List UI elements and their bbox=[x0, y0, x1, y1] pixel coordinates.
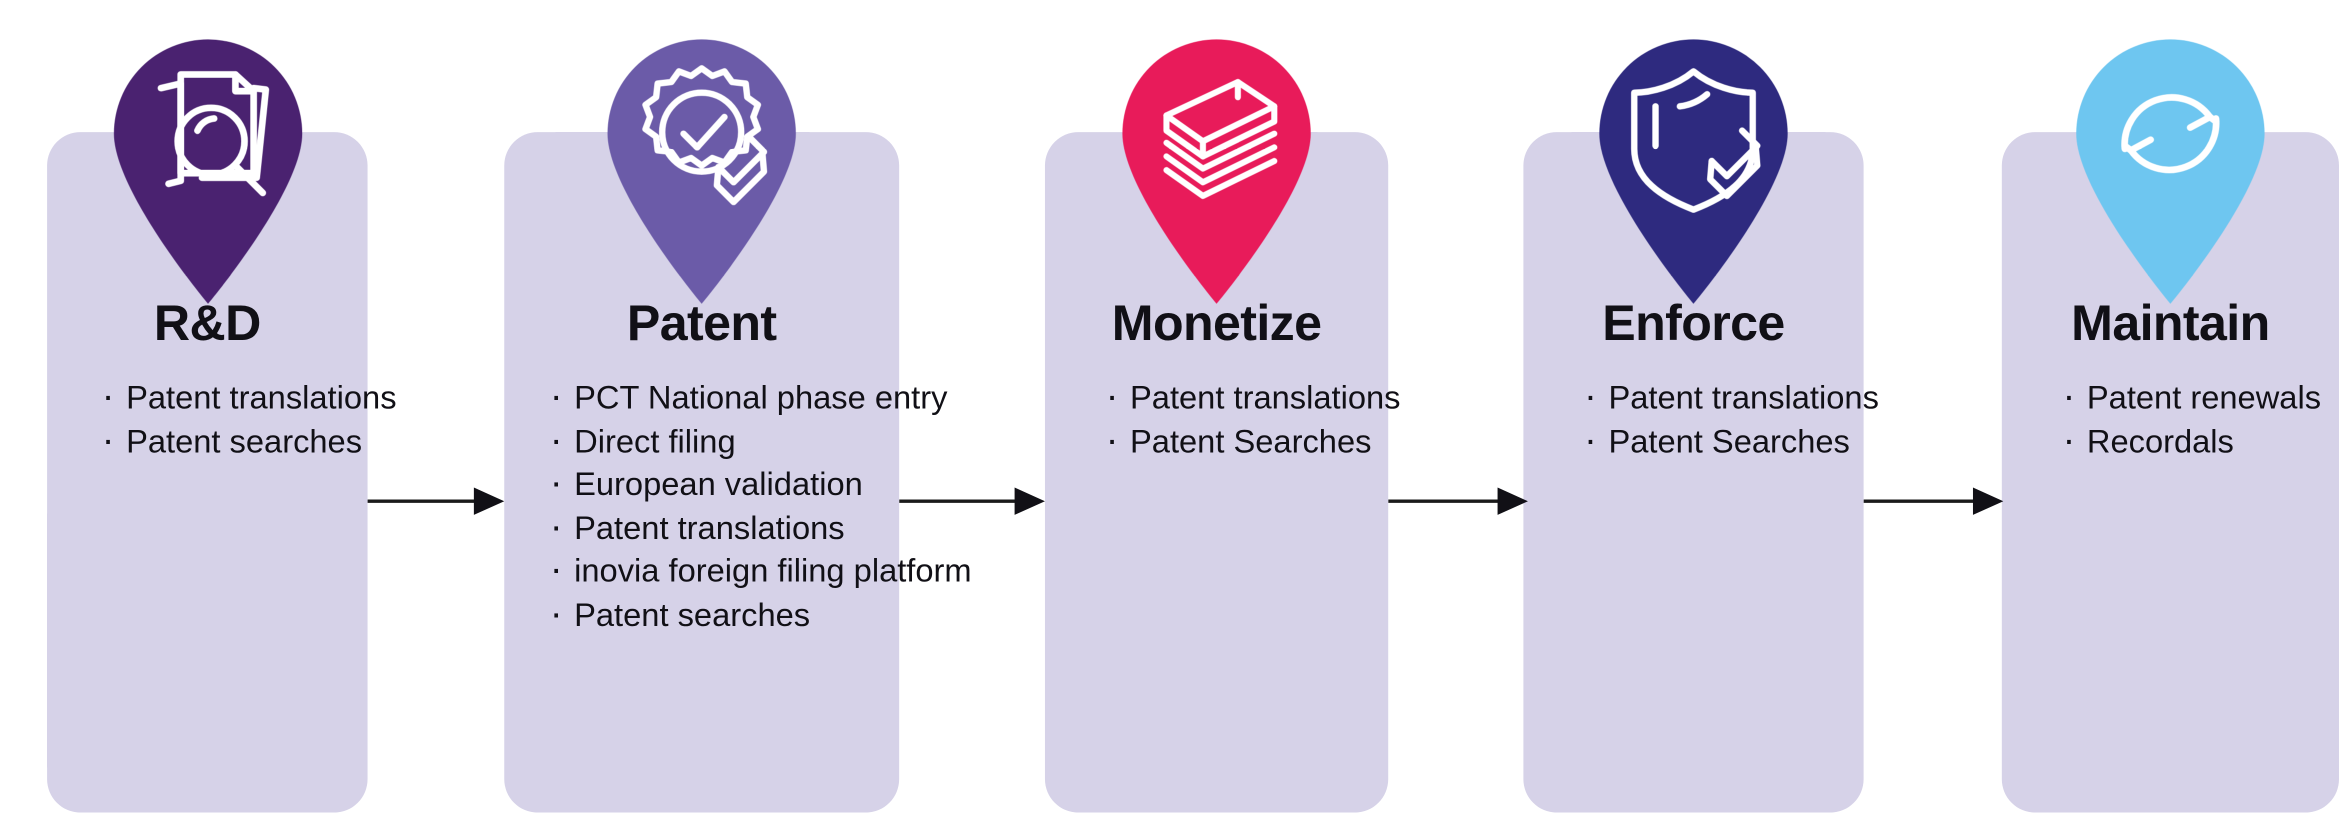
list-item: Patent translations bbox=[1106, 375, 1449, 420]
stage-title-monetize: Monetize bbox=[1111, 294, 1322, 351]
list-item: inovia foreign filing platform bbox=[550, 548, 972, 593]
refresh-cycle-icon bbox=[2058, 21, 2283, 304]
stage-patent[interactable]: Patent PCT National phase entry Direct f… bbox=[504, 39, 972, 813]
list-item: Patent translations bbox=[102, 375, 422, 420]
list-item: European validation bbox=[550, 462, 945, 506]
stage-title-rd: R&D bbox=[153, 294, 261, 351]
stage-bullets-patent: PCT National phase entry Direct filing E… bbox=[504, 375, 972, 637]
stage-title-maintain: Maintain bbox=[2071, 294, 2270, 351]
list-item: Patent translations bbox=[550, 505, 945, 550]
list-item: PCT National phase entry bbox=[550, 375, 948, 420]
shield-check-icon bbox=[1581, 21, 1806, 304]
stage-bullets-monetize: Patent translations Patent Searches bbox=[1045, 375, 1449, 464]
stage-monetize[interactable]: Monetize Patent translations Patent Sear… bbox=[1044, 39, 1401, 813]
patent-lifecycle-flow-diagram: R&D Patent translations Patent searches bbox=[0, 0, 2339, 578]
certificate-check-icon bbox=[589, 21, 814, 304]
list-item: Direct filing bbox=[550, 418, 945, 463]
list-item: Recordals bbox=[2063, 418, 2339, 463]
list-item: Patent Searches bbox=[1584, 418, 1924, 463]
list-item: Patent translations bbox=[1584, 375, 1924, 420]
arrow-patent-to-monetize bbox=[899, 483, 1045, 519]
stage-title-enforce: Enforce bbox=[1602, 294, 1785, 351]
stage-maintain[interactable]: Maintain Patent renewals Recordals bbox=[2001, 39, 2339, 813]
documents-magnifier-icon bbox=[95, 21, 320, 304]
stage-rd[interactable]: R&D Patent translations Patent searches bbox=[47, 39, 397, 813]
arrow-monetize-to-enforce bbox=[1388, 483, 1528, 519]
list-item: Patent renewals bbox=[2063, 375, 2339, 420]
stage-bullets-maintain: Patent renewals Recordals bbox=[2002, 375, 2339, 464]
stage-enforce[interactable]: Enforce Patent translations Patent Searc… bbox=[1523, 39, 1879, 813]
list-item: Patent searches bbox=[102, 418, 422, 463]
list-item: Patent searches bbox=[550, 592, 945, 636]
list-item: Patent Searches bbox=[1106, 418, 1449, 463]
stage-title-patent: Patent bbox=[626, 294, 777, 351]
stage-bullets-enforce: Patent translations Patent Searches bbox=[1523, 375, 1924, 464]
arrow-rd-to-patent bbox=[367, 483, 505, 519]
arrow-enforce-to-maintain bbox=[1863, 483, 2004, 519]
stage-bullets-rd: Patent translations Patent searches bbox=[47, 375, 422, 464]
money-stack-icon bbox=[1104, 21, 1329, 304]
